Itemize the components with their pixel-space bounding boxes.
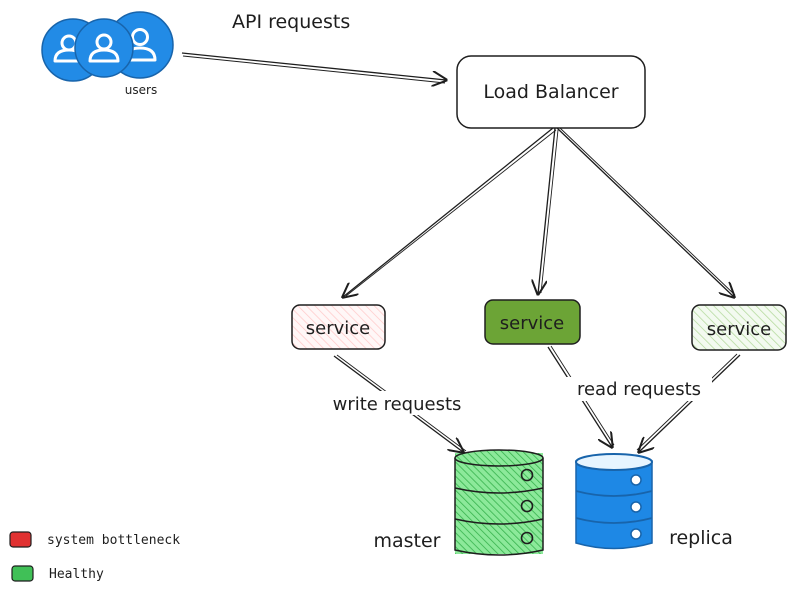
read-request-arrow-2 (639, 354, 741, 452)
replica-label: replica (669, 527, 733, 549)
legend-label-healthy: Healthy (49, 567, 104, 582)
service-label: service (500, 313, 564, 334)
legend-swatch-bottleneck (9, 531, 32, 548)
legend-swatch-healthy (11, 565, 34, 582)
write-label-bg (322, 391, 472, 415)
read-label-bg (566, 377, 712, 401)
service-node-bottleneck[interactable] (291, 304, 386, 350)
service-node-active[interactable] (484, 299, 581, 345)
service-node-healthy[interactable] (691, 304, 787, 351)
service-label: service (707, 319, 771, 340)
read-requests-label: read requests (577, 379, 701, 400)
lb-to-service-2-arrow (538, 127, 556, 294)
master-database-icon[interactable] (454, 449, 544, 556)
api-request-arrow-stroke (182, 55, 446, 84)
load-balancer-label: Load Balancer (483, 81, 618, 103)
api-requests-label: API requests (232, 11, 350, 33)
legend: system bottleneck Healthy (9, 531, 180, 582)
legend-label-bottleneck: system bottleneck (47, 533, 180, 548)
write-requests-label: write requests (333, 394, 462, 415)
replica-database-icon[interactable] (575, 453, 653, 550)
users-label: users (125, 83, 157, 97)
lb-to-service-1-arrow-stroke (345, 129, 557, 297)
load-balancer-node[interactable] (456, 55, 646, 129)
lb-to-service-3-arrow (556, 127, 734, 297)
lb-to-service-2-arrow-stroke (540, 129, 559, 294)
api-request-arrow (181, 52, 446, 80)
lb-to-service-1-arrow (343, 127, 554, 297)
service-label: service (306, 318, 370, 339)
master-label: master (373, 530, 440, 552)
read-request-arrow-2-stroke (636, 353, 738, 451)
users-icon (41, 11, 174, 82)
user-avatar-icon (74, 18, 134, 78)
lb-to-service-3-arrow-stroke (559, 127, 736, 296)
